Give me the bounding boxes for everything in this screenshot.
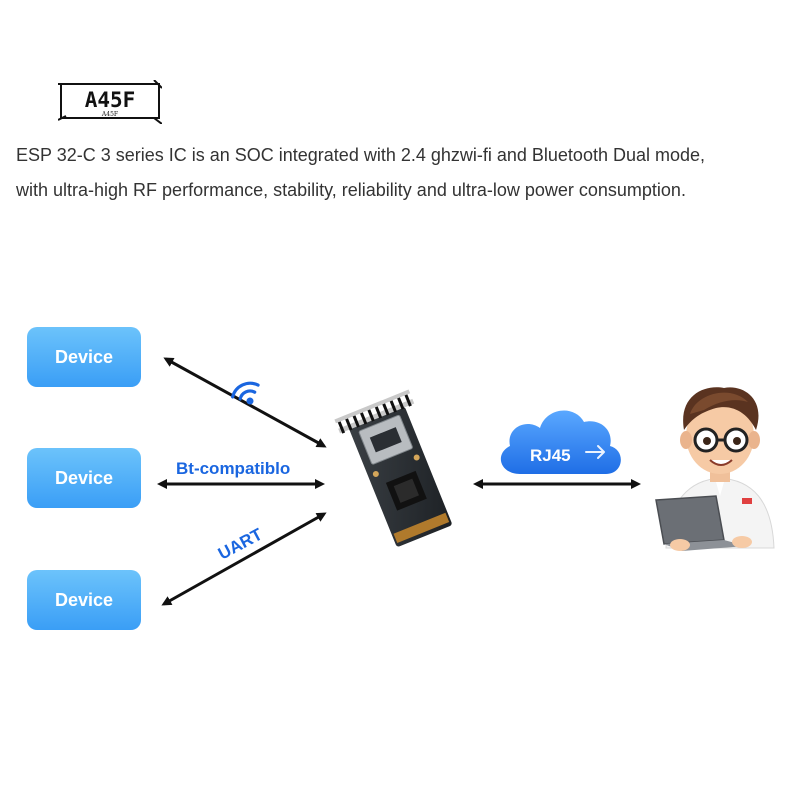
description-line-1: ESP 32-C 3 series IC is an SOC integrate… [16,145,706,165]
description-text: ESP 32-C 3 series IC is an SOC integrate… [16,138,786,208]
logo-text: A45F [85,88,136,112]
device-label: Device [54,346,114,367]
wifi-arrow [163,357,327,448]
device-box-top: Device [27,327,141,387]
logo-subtext: A45F [101,111,118,118]
device-label: Device [54,467,114,488]
bluetooth-label: Bt-compatiblo [176,459,290,478]
user-with-laptop-image [655,387,775,551]
cloud-icon [500,410,621,474]
rj45-label: RJ45 [530,446,571,465]
device-box-middle: Device [27,448,141,508]
esp32-module-image [334,389,452,547]
brand-logo: A45F A45F [58,80,162,124]
uart-label: UART [215,524,266,563]
uart-arrow [161,512,327,606]
description-line-2: with ultra-high RF performance, stabilit… [16,180,686,200]
device-box-bottom: Device [27,570,141,630]
device-label: Device [54,589,114,610]
wifi-icon [231,381,260,405]
